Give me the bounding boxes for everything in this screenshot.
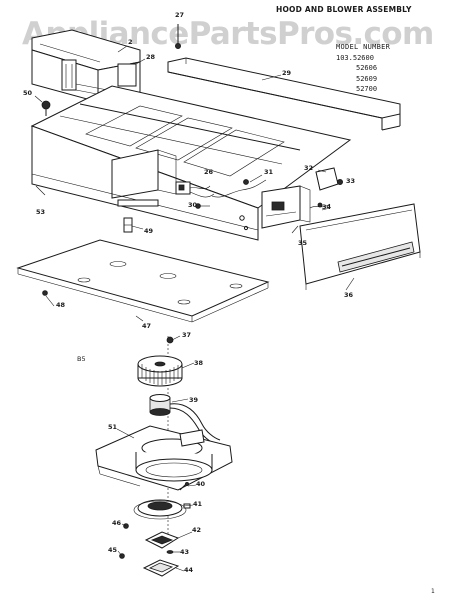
section-label: B5 xyxy=(77,355,86,363)
callout-label: 28 xyxy=(146,53,156,61)
wire-harness xyxy=(211,179,267,198)
model-number-heading: MODEL NUMBER xyxy=(336,43,391,51)
mount-bracket xyxy=(144,531,180,549)
callout-label: 48 xyxy=(56,301,66,309)
callout-label: 35 xyxy=(298,239,308,247)
callout-label: 43 xyxy=(180,548,190,556)
blower-motor xyxy=(149,394,221,445)
screw-icon xyxy=(41,100,51,116)
filter-panel xyxy=(299,203,421,290)
damper-ring xyxy=(133,499,191,520)
screw-icon xyxy=(42,290,48,296)
damper-plate xyxy=(142,559,180,577)
callout-label: 26 xyxy=(204,168,214,176)
callout-label: 39 xyxy=(189,396,199,404)
model-number: 52700 xyxy=(356,85,378,93)
clip-part xyxy=(123,217,133,233)
hood-body xyxy=(30,85,352,241)
screw-icon xyxy=(174,24,181,50)
model-number-block: MODEL NUMBER 103.52600 52606 52609 52700 xyxy=(336,42,390,95)
callout-label: 37 xyxy=(182,331,192,339)
callout-label: 33 xyxy=(346,177,356,185)
rail-channel xyxy=(167,57,401,131)
callout-label: 51 xyxy=(108,423,118,431)
bottom-plate xyxy=(16,239,270,323)
callout-label: 49 xyxy=(144,227,154,235)
model-number: 52606 xyxy=(356,64,378,72)
spacer-part xyxy=(166,550,174,554)
model-number: 103.52600 xyxy=(336,53,374,62)
callout-label: 45 xyxy=(108,546,118,554)
blower-wheel xyxy=(137,355,183,387)
callout-label: 34 xyxy=(322,203,332,211)
callout-label: 46 xyxy=(112,519,122,527)
callout-label: 41 xyxy=(193,500,203,508)
callout-label: 29 xyxy=(282,69,292,77)
nut-icon xyxy=(166,336,174,344)
corner-mark: 1 xyxy=(431,588,435,595)
callout-label: 38 xyxy=(194,359,204,367)
callout-label: 47 xyxy=(142,322,152,330)
callout-label: 53 xyxy=(36,208,46,216)
terminal-box xyxy=(315,167,339,191)
callout-label: 44 xyxy=(184,566,194,574)
leader-lines xyxy=(34,45,355,572)
callout-label: 2 xyxy=(128,38,133,46)
callout-label: 40 xyxy=(196,480,206,488)
switch-part xyxy=(175,181,215,198)
diagram-title: HOOD AND BLOWER ASSEMBLY xyxy=(276,5,412,14)
plug-part xyxy=(195,203,210,209)
callout-label: 30 xyxy=(188,201,198,209)
callout-label: 42 xyxy=(192,526,202,534)
callout-label: 32 xyxy=(304,164,314,172)
light-socket-bracket xyxy=(261,185,311,229)
blower-housing xyxy=(95,425,233,491)
wire-lead xyxy=(309,202,331,209)
screw-icon xyxy=(336,178,343,185)
model-number: 52609 xyxy=(356,74,378,83)
screw-icon xyxy=(179,481,189,491)
callout-label: 50 xyxy=(23,89,33,97)
callout-label: 27 xyxy=(175,11,185,19)
callout-label: 36 xyxy=(344,291,354,299)
callout-label: 31 xyxy=(264,168,274,176)
